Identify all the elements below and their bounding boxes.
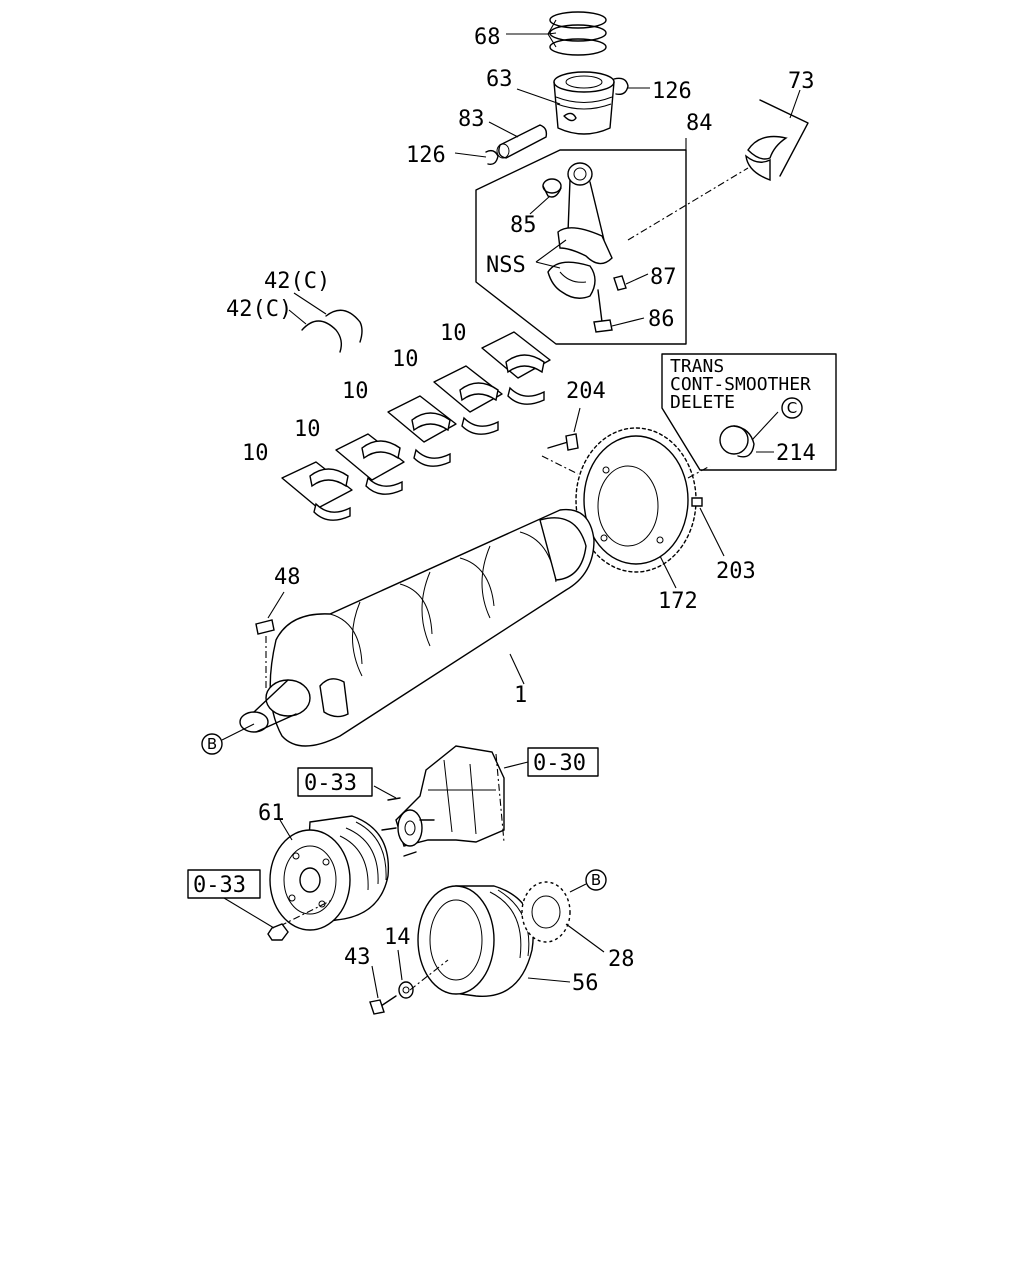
thrust-washers — [301, 309, 363, 353]
main-bearing-3 — [387, 395, 457, 467]
label-56: 56 — [572, 971, 599, 996]
piston — [553, 71, 615, 135]
snap-ring-lower — [485, 149, 499, 166]
label-10-c: 10 — [342, 379, 369, 404]
label-42c-lower: 42(C) — [226, 297, 292, 322]
washer — [398, 981, 414, 999]
marker-c — [781, 397, 803, 419]
label-84: 84 — [686, 111, 713, 136]
label-87: 87 — [650, 265, 677, 290]
trans-note-box — [661, 353, 837, 471]
ref-box-0-30 — [527, 747, 599, 777]
label-63: 63 — [486, 67, 513, 92]
crankshaft — [239, 508, 595, 747]
label-85: 85 — [510, 213, 537, 238]
label-172: 172 — [658, 589, 698, 614]
label-14: 14 — [384, 925, 411, 950]
ref-box-0-33-a — [297, 767, 373, 797]
label-ref-0-33-b: 0-33 — [193, 873, 246, 898]
label-48: 48 — [274, 565, 301, 590]
label-203: 203 — [716, 559, 756, 584]
ring-gear-bolt — [547, 433, 579, 451]
label-28: 28 — [608, 947, 635, 972]
conrod-dowel — [613, 275, 627, 291]
note-line-3: DELETE — [670, 392, 735, 413]
main-bearing-4 — [433, 365, 503, 435]
piston-rings — [549, 11, 607, 56]
label-73: 73 — [788, 69, 815, 94]
main-bearing-1 — [281, 461, 353, 521]
marker-b2 — [585, 869, 607, 891]
main-bearings — [281, 331, 551, 521]
conrod-assembly-box — [475, 149, 687, 345]
marker-b1 — [201, 733, 223, 755]
small-end-bushing — [542, 178, 562, 198]
label-126-lower: 126 — [406, 143, 446, 168]
crank-bolt — [369, 995, 397, 1015]
label-61: 61 — [258, 801, 285, 826]
marker-b2-letter: B — [591, 871, 601, 889]
label-10-e: 10 — [440, 321, 467, 346]
label-43: 43 — [344, 945, 371, 970]
label-204: 204 — [566, 379, 606, 404]
marker-c-letter: C — [787, 399, 797, 417]
label-ref-0-30: 0-30 — [533, 751, 586, 776]
snap-ring-upper — [613, 77, 629, 96]
seal-214 — [719, 425, 755, 458]
crankshaft-pulley — [269, 815, 390, 931]
connecting-rod — [547, 162, 613, 299]
piston-pin — [496, 124, 548, 159]
label-10-a: 10 — [242, 441, 269, 466]
label-214: 214 — [776, 441, 816, 466]
timing-ring-gear — [575, 427, 697, 573]
ref-box-0-33-b — [187, 869, 261, 899]
conrod-bearing-upper — [745, 99, 809, 181]
note-line-1: TRANS — [670, 356, 724, 377]
label-86: 86 — [648, 307, 675, 332]
label-1: 1 — [514, 683, 527, 708]
label-10-d: 10 — [392, 347, 419, 372]
label-42c-upper: 42(C) — [264, 269, 330, 294]
crank-gear — [521, 881, 571, 943]
label-83: 83 — [458, 107, 485, 132]
marker-b1-letter: B — [207, 735, 217, 753]
main-bearing-5 — [481, 331, 551, 405]
water-pump — [381, 745, 505, 857]
conrod-bolt — [593, 289, 613, 333]
label-nss: NSS — [486, 253, 526, 278]
note-line-2: CONT-SMOOTHER — [670, 374, 811, 395]
main-bearing-2 — [335, 433, 405, 495]
label-68: 68 — [474, 25, 501, 50]
label-126-upper: 126 — [652, 79, 692, 104]
label-10-b: 10 — [294, 417, 321, 442]
dowel-pin-203 — [691, 497, 703, 507]
woodruff-key — [255, 619, 275, 635]
damper-pulley — [417, 885, 534, 997]
label-ref-0-33-a: 0-33 — [304, 771, 357, 796]
